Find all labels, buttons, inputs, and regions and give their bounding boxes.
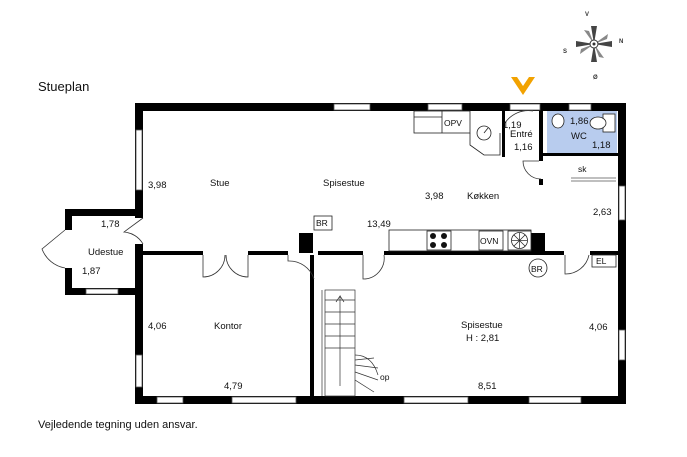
room-label-entre: Entré (510, 129, 533, 140)
boiler-icon (469, 125, 501, 156)
label-opv: OPV (444, 118, 462, 128)
compass-rose-icon (576, 26, 612, 62)
label-br-lower: BR (531, 264, 543, 274)
br-circle-lower (528, 258, 548, 278)
label-ovn: OVN (480, 236, 498, 246)
windows (85, 103, 626, 404)
room-height-spisestue: H : 2,81 (466, 333, 499, 344)
room-label-kontor: Kontor (214, 321, 242, 332)
dim-kokken: 3,98 (425, 191, 444, 202)
compass-south: S (563, 49, 567, 55)
label-stairs-up: op (380, 372, 390, 382)
door-swings (41, 110, 590, 280)
dim-wc-top: 1,86 (570, 116, 589, 127)
compass-north: N (619, 39, 623, 45)
fan-icon (507, 230, 532, 251)
compass-east: Ø (593, 75, 598, 81)
room-label-stue: Stue (210, 178, 230, 189)
room-label-spisestue-lower: Spisestue (461, 320, 503, 331)
label-sk: sk (578, 164, 587, 174)
entrance-arrow-icon (511, 77, 535, 95)
dim-stue: 3,98 (148, 180, 167, 191)
page-title: Stueplan (38, 79, 90, 94)
dim-kitchen-side: 2,63 (593, 207, 612, 218)
room-label-wc: WC (571, 131, 587, 142)
oven-box (478, 230, 504, 251)
dim-spisestue-bottom: 8,51 (478, 381, 497, 392)
dim-wc-side: 1,18 (592, 140, 611, 151)
compass-west: V (585, 12, 589, 18)
interior-walls (143, 111, 618, 396)
dim-kontor-bottom: 4,79 (224, 381, 243, 392)
stove-icon (426, 230, 452, 251)
el-box (591, 254, 617, 268)
br-box-upper (313, 215, 333, 231)
dim-entre-top: 1,19 (503, 120, 522, 131)
dim-main-length: 13,49 (367, 219, 391, 230)
room-label-udestue: Udestue (88, 247, 123, 258)
dim-udestue-top: 1,78 (101, 219, 120, 230)
footer-disclaimer: Vejledende tegning uden ansvar. (38, 419, 198, 431)
sink-icon (551, 113, 565, 129)
toilet-icon (589, 113, 616, 133)
dim-entre-side: 1,16 (514, 142, 533, 153)
wardrobe (571, 177, 616, 182)
room-label-spisestue-upper: Spisestue (323, 178, 365, 189)
label-el: EL (596, 256, 607, 266)
room-label-kokken: Køkken (467, 191, 499, 202)
dim-udestue-side: 1,87 (82, 266, 101, 277)
dim-kontor-side: 4,06 (148, 321, 167, 332)
label-br-upper: BR (316, 218, 328, 228)
dim-spisestue-side: 4,06 (589, 322, 608, 333)
staircase-icon (321, 289, 379, 397)
